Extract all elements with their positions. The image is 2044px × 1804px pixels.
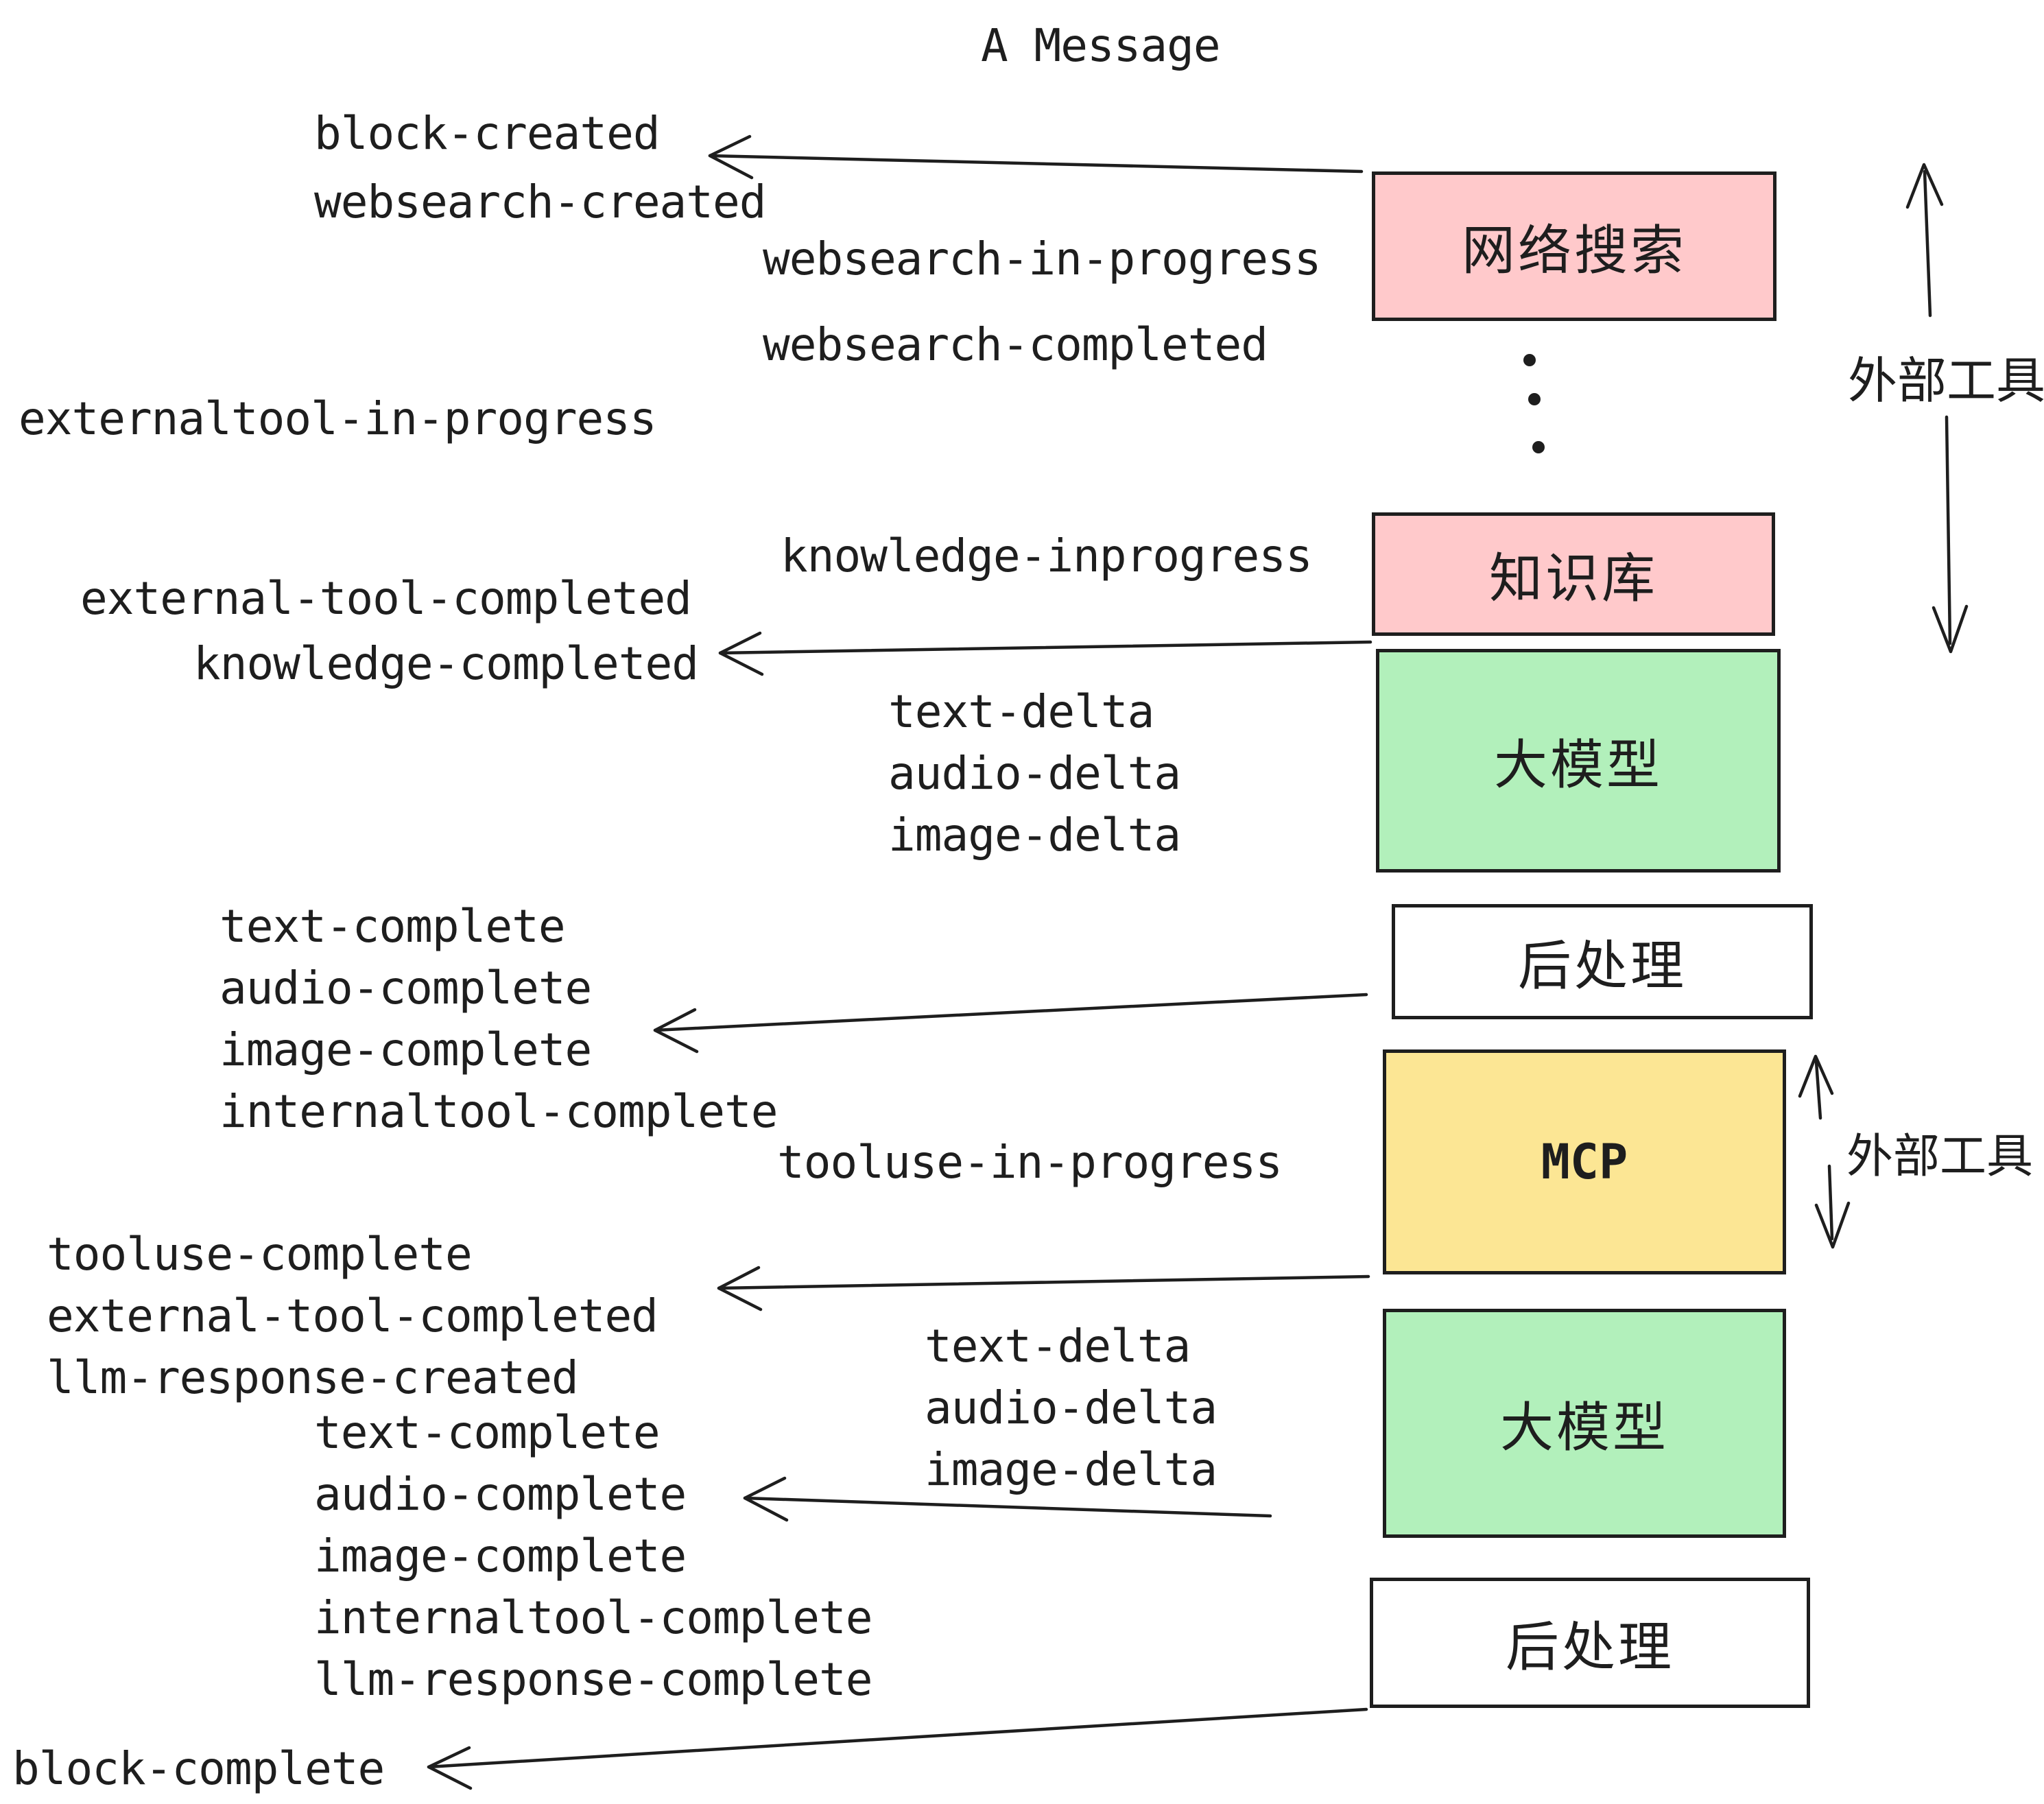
double-arrow-external-tools-mid (1798, 1054, 1851, 1249)
event-label-image-complete-1: image-complete (219, 1023, 592, 1076)
event-label-websearch-completed: websearch-completed (763, 318, 1268, 371)
event-label-audio-complete-1: audio-complete (219, 962, 592, 1014)
event-label-image-delta-2: image-delta (925, 1443, 1217, 1496)
box-llm-2: 大模型 (1383, 1309, 1786, 1538)
event-label-text-complete-2: text-complete (314, 1406, 661, 1459)
arrow-image-complete (653, 993, 1368, 1054)
event-label-llm-response-complete: llm-response-complete (314, 1653, 872, 1706)
box-llm-1: 大模型 (1376, 649, 1781, 873)
event-label-internaltool-complete-1: internaltool-complete (219, 1085, 778, 1138)
box-mcp-label: MCP (1541, 1134, 1628, 1190)
event-label-text-delta-2: text-delta (925, 1320, 1191, 1373)
ellipsis-dots (1523, 354, 1545, 453)
box-knowledge-label: 知识库 (1488, 548, 1658, 608)
box-llm-1-label: 大模型 (1493, 735, 1663, 795)
event-label-knowledge-inprogress: knowledge-inprogress (781, 530, 1313, 582)
event-label-websearch-created: websearch-created (314, 176, 767, 228)
event-label-audio-delta-2: audio-delta (925, 1381, 1217, 1434)
box-postprocess-2: 后处理 (1370, 1578, 1810, 1708)
event-label-internaltool-complete-2: internaltool-complete (314, 1591, 872, 1644)
box-websearch-label: 网络搜索 (1461, 220, 1687, 281)
box-llm-2-label: 大模型 (1499, 1397, 1669, 1458)
event-label-tooluse-complete: tooluse-complete (47, 1228, 473, 1281)
arrow-audio-complete (743, 1476, 1272, 1522)
box-postprocess-1-label: 后处理 (1517, 936, 1687, 996)
label-external-tools-mid: 外部工具 (1846, 1130, 2034, 1183)
box-mcp: MCP (1383, 1049, 1786, 1274)
event-label-tooluse-in-progress: tooluse-in-progress (777, 1136, 1283, 1189)
box-postprocess-2-label: 后处理 (1505, 1617, 1674, 1677)
event-label-llm-response-created: llm-response-created (47, 1351, 579, 1404)
event-label-knowledge-completed: knowledge-completed (193, 637, 699, 690)
event-label-websearch-in-progress: websearch-in-progress (763, 233, 1321, 285)
box-websearch: 网络搜索 (1372, 171, 1776, 321)
box-postprocess-1: 后处理 (1392, 904, 1813, 1019)
event-label-block-complete: block-complete (12, 1742, 385, 1795)
arrow-block-complete (427, 1707, 1368, 1790)
arrow-block-created (708, 134, 1364, 180)
label-external-tools-top: 外部工具 (1848, 354, 2044, 409)
event-label-text-complete-1: text-complete (219, 900, 566, 953)
event-label-image-delta-1: image-delta (888, 809, 1181, 862)
event-label-externaltool-in-progress: externaltool-in-progress (19, 392, 657, 445)
box-knowledge: 知识库 (1372, 512, 1775, 636)
event-label-text-delta-1: text-delta (888, 685, 1154, 738)
double-arrow-external-tools-top (1905, 163, 1969, 654)
event-label-block-created: block-created (314, 107, 661, 160)
event-label-audio-complete-2: audio-complete (314, 1468, 687, 1521)
arrow-tooluse-complete (717, 1266, 1370, 1312)
event-label-image-complete-2: image-complete (314, 1530, 687, 1582)
event-label-external-tool-completed-2: external-tool-completed (47, 1290, 658, 1342)
arrow-knowledge-completed (718, 631, 1372, 676)
diagram-title: A Message (981, 19, 1221, 72)
event-label-audio-delta-1: audio-delta (888, 747, 1181, 800)
event-label-external-tool-completed-1: external-tool-completed (80, 572, 692, 625)
